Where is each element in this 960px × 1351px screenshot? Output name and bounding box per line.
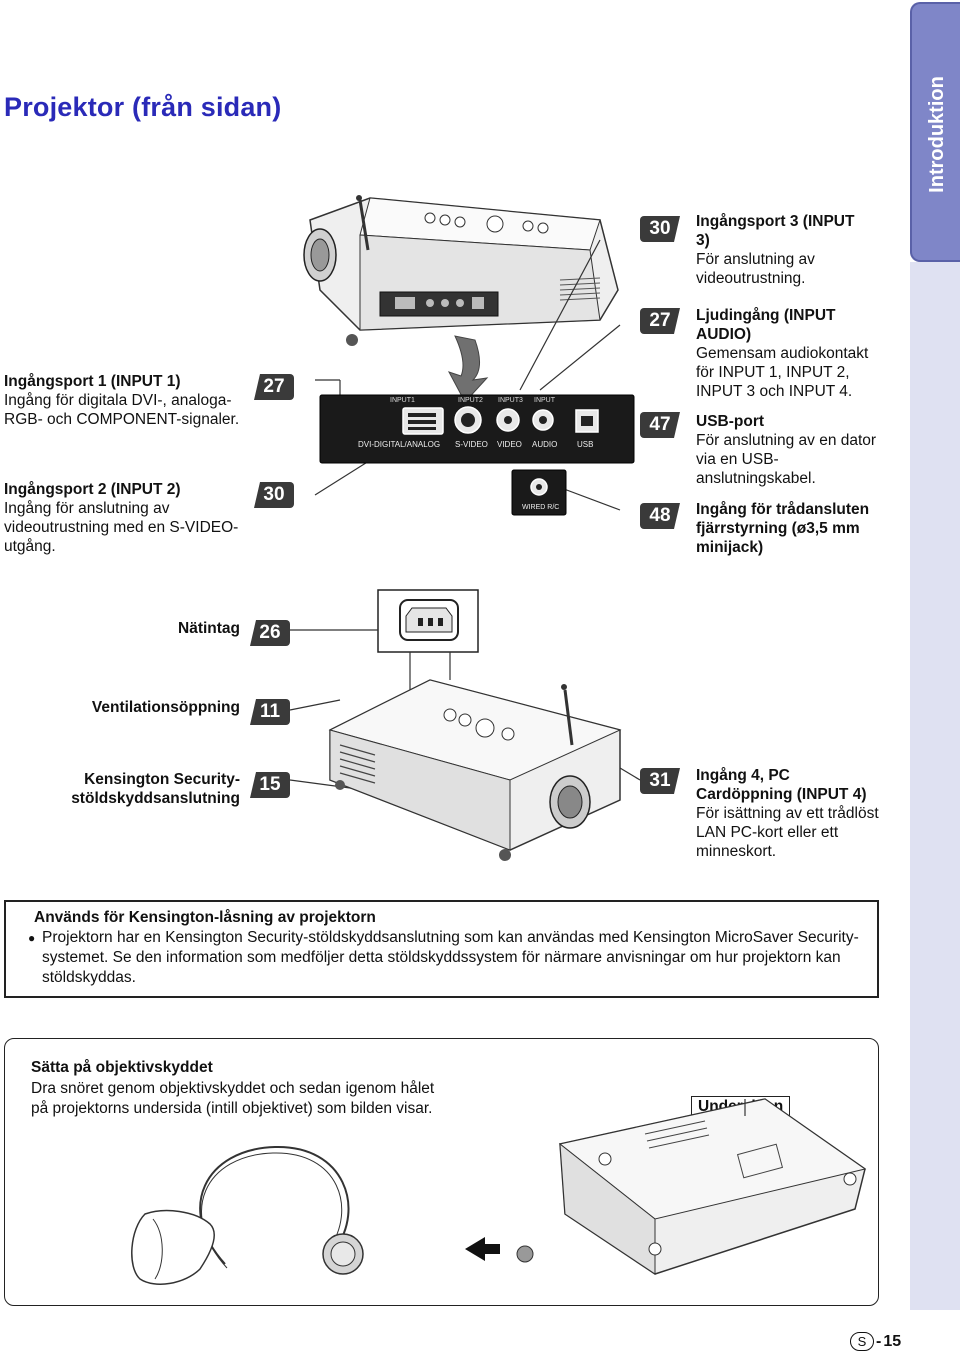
section-tab[interactable]: Introduktion [910,2,960,262]
input2-description: Ingångsport 2 (INPUT 2) Ingång för anslu… [4,480,254,556]
side-strip [910,262,960,1310]
projector-side-illustration [289,589,640,861]
page-ref-badge[interactable]: 47 [640,412,680,438]
language-icon: S [850,1332,874,1351]
power-inlet-label: Nätintag [4,619,240,638]
info-box-line: systemet. Se den information som medfölj… [42,949,841,966]
audio-input-title: Ljudingång (INPUT [696,307,836,324]
lens-box-title: Sätta på objektivskyddet [31,1059,213,1076]
input4-line: minneskort. [696,843,777,860]
bullet-icon: ● [28,931,36,945]
audio-input-description: Ljudingång (INPUT AUDIO) Gemensam audiok… [696,306,896,401]
page-ref-badge[interactable]: 31 [640,768,680,794]
page-title: Projektor (från sidan) [4,92,282,122]
page-ref-badge[interactable]: 27 [254,374,294,400]
page-ref-badge[interactable]: 11 [250,699,290,725]
ventilation-text: Ventilationsöppning [91,699,240,716]
audio-input-title: AUDIO) [696,326,752,343]
page-ref-badge[interactable]: 27 [640,308,680,334]
panel-label-input3: INPUT3 [498,397,523,404]
page-number: S - 15 [850,1332,901,1351]
input1-title: Ingångsport 1 (INPUT 1) [4,373,181,390]
info-box-line: Projektorn har en Kensington Security-st… [42,929,859,946]
page-ref-badge[interactable]: 30 [640,216,680,242]
kensington-info-box: Används för Kensington-låsning av projek… [4,900,879,998]
kensington-text: stöldskyddsanslutning [71,790,240,807]
panel-label-input1: INPUT1 [390,397,415,404]
power-inlet-text: Nätintag [178,620,240,637]
input2-line: Ingång för anslutning av [4,500,170,517]
wired-remote-title: fjärrstyrning (ø3,5 mm [696,520,860,537]
input3-line: videoutrustning. [696,270,806,287]
input2-line: utgång. [4,538,56,555]
audio-input-line: Gemensam audiokontakt [696,345,869,362]
wired-remote-description: Ingång för trådansluten fjärrstyrning (ø… [696,500,896,557]
input4-title: Cardöppning (INPUT 4) [696,786,867,803]
audio-input-line: för INPUT 1, INPUT 2, [696,364,850,381]
input1-description: Ingångsport 1 (INPUT 1) Ingång för digit… [4,372,254,429]
page-number-value: 15 [883,1332,902,1350]
input3-title: Ingångsport 3 (INPUT [696,213,855,230]
wired-remote-title: Ingång för trådansluten [696,501,870,518]
input4-line: LAN PC-kort eller ett [696,824,839,841]
wired-remote-title: minijack) [696,539,764,556]
input3-description: Ingångsport 3 (INPUT 3) För anslutning a… [696,212,896,288]
section-tab-label: Introduktion [925,75,948,193]
info-box-title: Används för Kensington-låsning av projek… [34,909,376,926]
input1-line: Ingång för digitala DVI-, analoga- [4,392,232,409]
lens-cap-illustration [131,1098,867,1285]
input2-line: videoutrustning med en S-VIDEO- [4,519,239,536]
panel-label-svideo: S-VIDEO [455,440,488,449]
panel-label-usb: USB [577,440,593,449]
panel-label-wired-rc: WIRED R/C [522,504,559,511]
page-ref-badge[interactable]: 26 [250,620,290,646]
lens-box-line: Dra snöret genom objektivskyddet och sed… [31,1080,435,1097]
usb-port-line: För anslutning av en dator [696,432,877,449]
input3-line: För anslutning av [696,251,815,268]
input4-title: Ingång 4, PC [696,767,790,784]
page-ref-badge[interactable]: 30 [254,482,294,508]
usb-port-description: USB-port För anslutning av en dator via … [696,412,896,488]
kensington-label: Kensington Security- stöldskyddsanslutni… [4,770,240,808]
lens-box-line: på projektorns undersida (intill objekti… [31,1100,433,1117]
panel-label-video: VIDEO [497,440,522,449]
usb-port-line: anslutningskabel. [696,470,816,487]
panel-label-input2: INPUT2 [458,397,483,404]
input4-line: För isättning av ett trådlöst [696,805,879,822]
ventilation-label: Ventilationsöppning [4,698,240,717]
input3-title: 3) [696,232,710,249]
page-ref-badge[interactable]: 48 [640,503,680,529]
info-box-line: stöldskyddas. [42,969,136,986]
input4-description: Ingång 4, PC Cardöppning (INPUT 4) För i… [696,766,906,861]
panel-label-input: INPUT [534,397,556,404]
input2-title: Ingångsport 2 (INPUT 2) [4,481,181,498]
panel-label-dvi: DVI-DIGITAL/ANALOG [358,440,440,449]
audio-input-line: INPUT 3 och INPUT 4. [696,383,853,400]
input1-line: RGB- och COMPONENT-signaler. [4,411,240,428]
usb-port-title: USB-port [696,413,765,430]
usb-port-line: via en USB- [696,451,779,468]
projector-rear-illustration: INPUT1 INPUT2 INPUT3 INPUT DVI-DIGITAL/A… [303,195,635,516]
lens-cap-box: Sätta på objektivskyddet Dra snöret geno… [4,1038,879,1306]
kensington-text: Kensington Security- [84,771,240,788]
page-ref-badge[interactable]: 15 [250,772,290,798]
panel-label-audio: AUDIO [532,440,557,449]
